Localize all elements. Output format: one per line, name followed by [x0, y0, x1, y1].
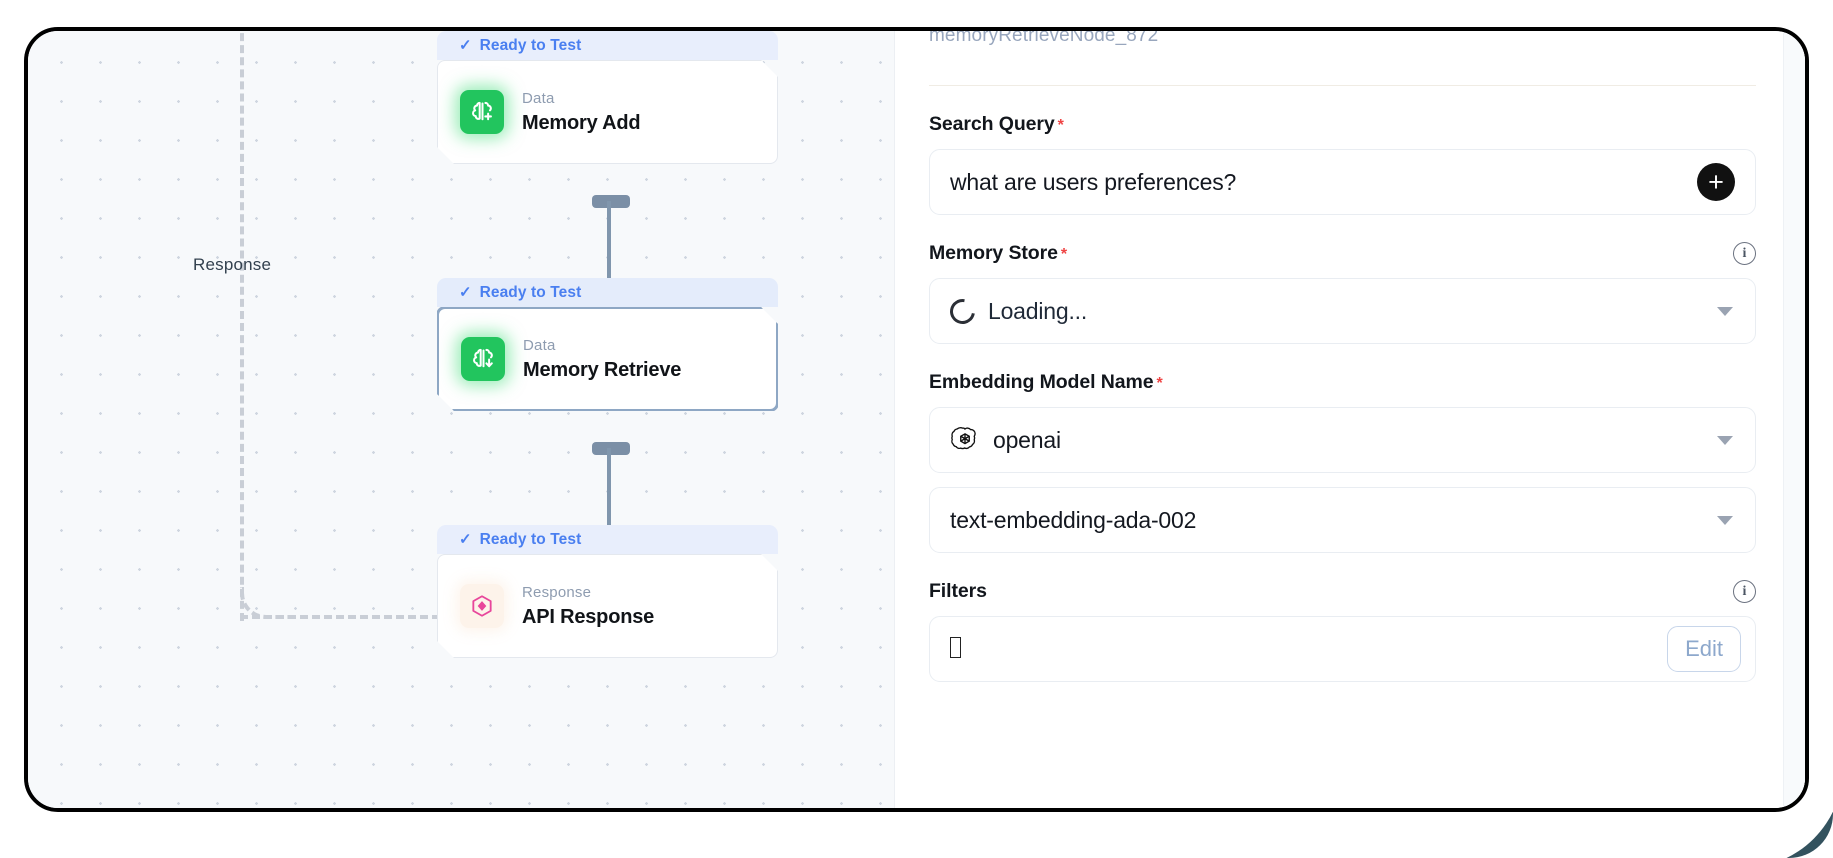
check-icon: ✓: [459, 284, 472, 301]
field-label-row: Memory Store* i: [929, 242, 1756, 265]
search-query-value: what are users preferences?: [950, 168, 1237, 195]
node-properties-panel: memoryRetrieveNode_872 Search Query* wha…: [894, 31, 1805, 808]
edge-connector-1: [607, 201, 611, 293]
info-icon[interactable]: i: [1733, 580, 1756, 603]
graphql-hexagon-icon: [460, 584, 504, 628]
check-icon: ✓: [459, 37, 472, 54]
field-label-row: Filters i: [929, 580, 1756, 603]
field-search-query: Search Query* what are users preferences…: [929, 113, 1756, 215]
node-handle-source-1[interactable]: [592, 195, 630, 208]
node-text-block: Data Memory Add: [522, 90, 640, 135]
check-icon: ✓: [459, 531, 472, 548]
embedding-provider-value: openai: [993, 426, 1061, 453]
node-kind-label: Data: [523, 336, 556, 354]
field-label-text: Memory Store: [929, 242, 1058, 264]
node-api-response[interactable]: ✓ Ready to Test Response API Response: [437, 525, 778, 658]
node-status-label: Ready to Test: [479, 36, 582, 54]
flow-canvas[interactable]: Response ✓ Ready to Test: [28, 31, 894, 808]
node-kind-label: Response: [522, 583, 592, 601]
node-kind-label: Data: [522, 89, 555, 107]
node-properties-content: memoryRetrieveNode_872 Search Query* wha…: [895, 31, 1790, 808]
field-label-text: Embedding Model Name: [929, 371, 1154, 393]
edge-dashed-horizontal: [240, 615, 500, 619]
chevron-down-icon[interactable]: [1717, 306, 1733, 316]
chevron-down-icon[interactable]: [1717, 435, 1733, 445]
field-label-row: Embedding Model Name*: [929, 371, 1756, 394]
node-status-badge: ✓ Ready to Test: [437, 525, 778, 554]
node-status-label: Ready to Test: [479, 283, 582, 301]
required-marker: *: [1156, 375, 1163, 392]
memory-store-value: Loading...: [988, 297, 1088, 324]
field-label-row: Search Query*: [929, 113, 1756, 136]
node-text-block: Data Memory Retrieve: [523, 337, 681, 382]
panel-divider: [929, 85, 1756, 86]
filters-edit-button[interactable]: Edit: [1667, 626, 1741, 672]
node-card-body[interactable]: Data Memory Retrieve: [437, 307, 778, 411]
node-text-block: Response API Response: [522, 584, 654, 629]
brain-add-icon: [460, 90, 504, 134]
field-filters: Filters i Edit: [929, 580, 1756, 682]
brain-download-icon: [461, 337, 505, 381]
filters-label: Filters: [929, 580, 987, 602]
node-title-label: Memory Retrieve: [523, 358, 682, 381]
embedding-model-value: text-embedding-ada-002: [950, 506, 1197, 533]
filters-value: [950, 636, 1654, 662]
node-status-badge: ✓ Ready to Test: [437, 31, 778, 60]
panel-scroll-dots: [1792, 31, 1797, 808]
plus-circle-icon[interactable]: +: [1697, 163, 1735, 201]
edge-connector-2: [607, 448, 611, 540]
search-query-input[interactable]: what are users preferences? +: [929, 149, 1756, 215]
edge-dashed-vertical: [240, 31, 244, 621]
node-memory-add[interactable]: ✓ Ready to Test Data Memory A: [437, 31, 778, 164]
panel-scrollbar[interactable]: [1783, 31, 1805, 808]
node-card-body[interactable]: Data Memory Add: [437, 60, 778, 164]
required-marker: *: [1060, 246, 1068, 263]
node-status-badge: ✓ Ready to Test: [437, 278, 778, 307]
edge-label-response: Response: [193, 255, 272, 274]
memory-store-label: Memory Store*: [929, 242, 1067, 265]
chevron-down-icon[interactable]: [1717, 515, 1733, 525]
required-marker: *: [1057, 117, 1064, 134]
openai-logo-icon: [950, 425, 980, 455]
embedding-model-select[interactable]: text-embedding-ada-002: [929, 487, 1756, 553]
node-memory-retrieve[interactable]: ✓ Ready to Test Data Memory R: [437, 278, 778, 411]
loading-spinner-icon: [945, 293, 980, 329]
embedding-model-label: Embedding Model Name*: [929, 371, 1163, 394]
embedding-provider-select[interactable]: openai: [929, 407, 1756, 473]
info-icon[interactable]: i: [1733, 242, 1756, 265]
field-label-text: Search Query: [929, 113, 1055, 135]
node-card-body[interactable]: Response API Response: [437, 554, 778, 658]
missing-glyph-icon: [950, 636, 961, 658]
node-title-label: API Response: [522, 605, 655, 628]
node-title-label: Memory Add: [522, 111, 641, 134]
field-memory-store: Memory Store* i Loading...: [929, 242, 1756, 344]
node-handle-source-2[interactable]: [592, 442, 630, 455]
node-status-label: Ready to Test: [479, 530, 582, 548]
panel-node-id: memoryRetrieveNode_872: [929, 31, 1159, 46]
filters-input[interactable]: Edit: [929, 616, 1756, 682]
search-query-label: Search Query*: [929, 113, 1064, 136]
memory-store-select[interactable]: Loading...: [929, 278, 1756, 344]
field-embedding-model-name: Embedding Model Name* openai: [929, 371, 1756, 553]
app-window: Response ✓ Ready to Test: [24, 27, 1809, 812]
